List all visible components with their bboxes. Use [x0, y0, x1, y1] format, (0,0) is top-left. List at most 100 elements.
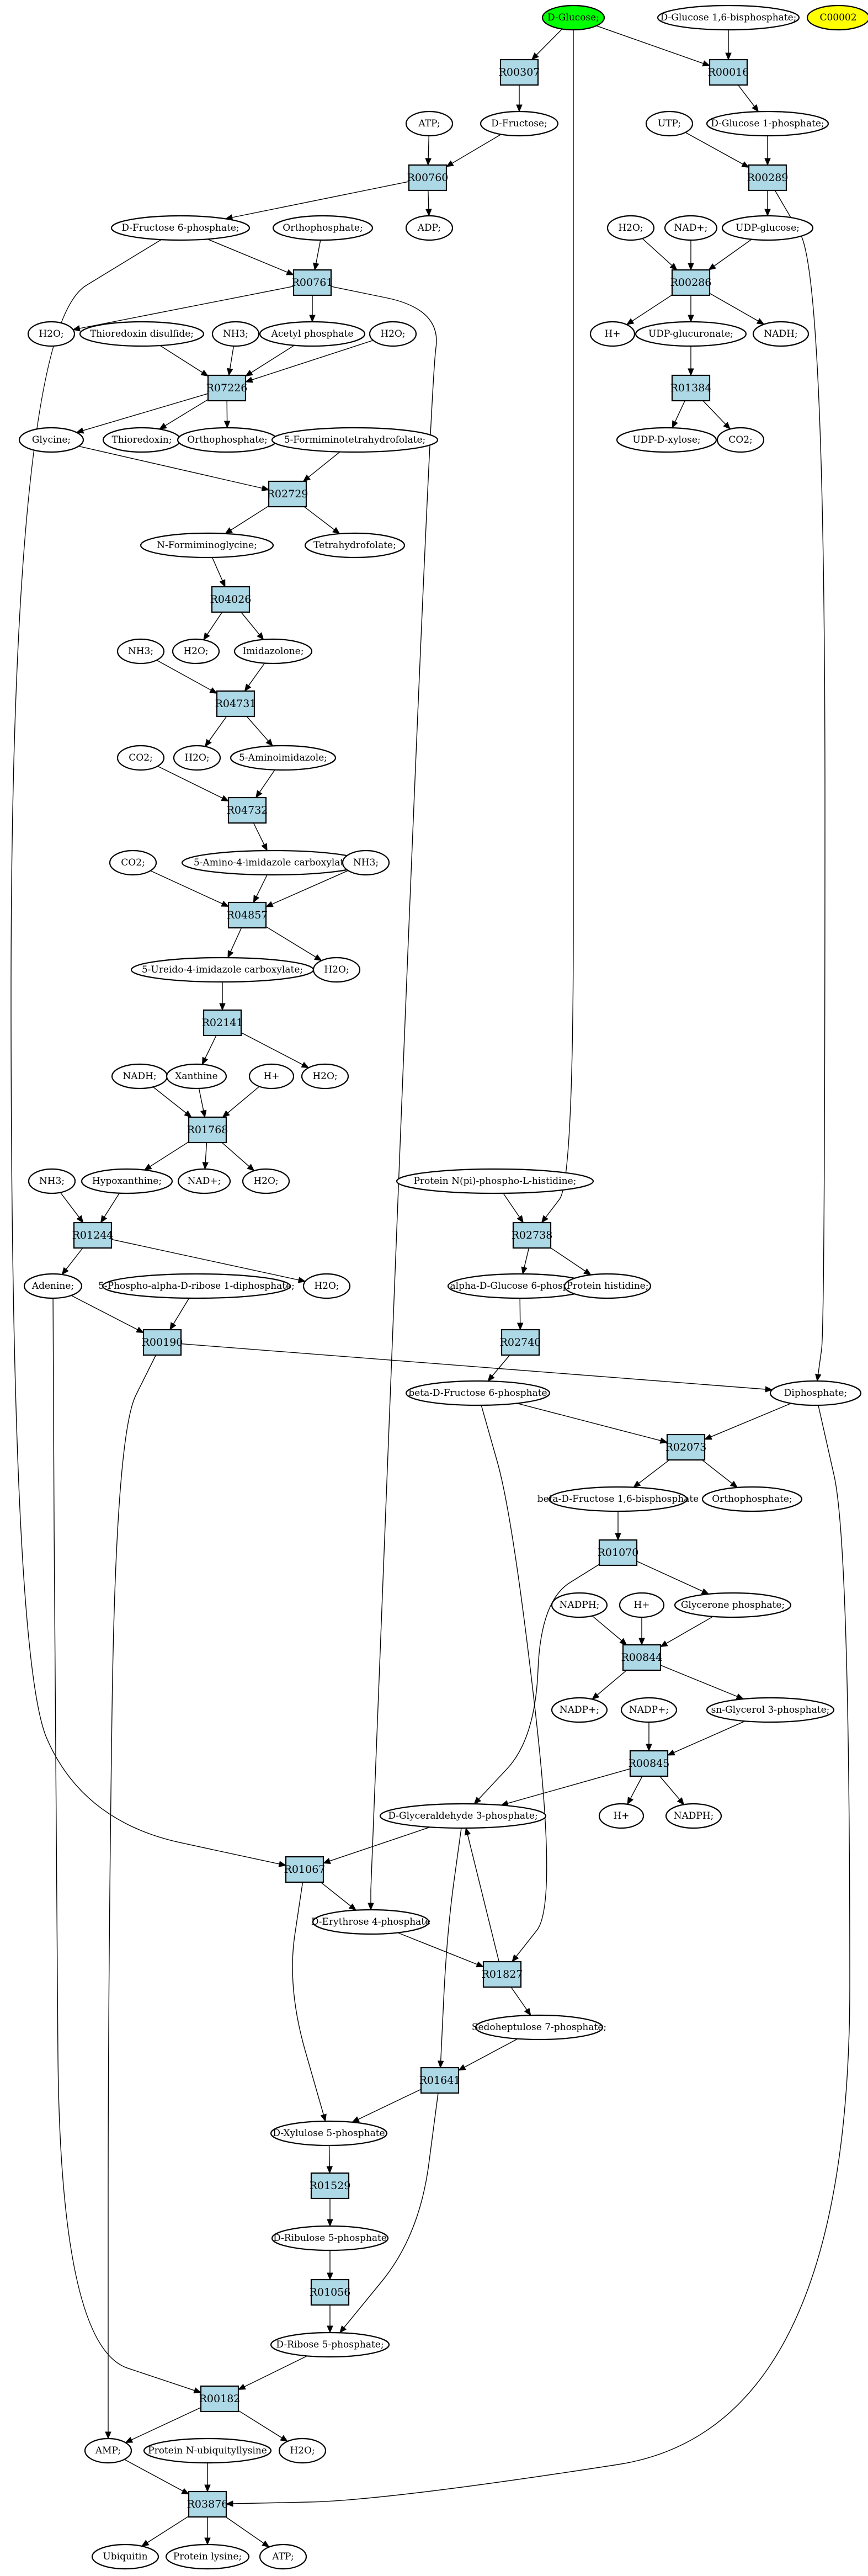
reaction-node-r00016[interactable]: R00016 — [708, 59, 749, 86]
compound-node-nadp-844[interactable]: NADP+; — [551, 1697, 608, 1723]
reaction-node-r00761[interactable]: R00761 — [292, 269, 333, 296]
reaction-node-r04026[interactable]: R04026 — [210, 586, 252, 613]
compound-node-xanthine[interactable]: Xanthine — [166, 1063, 227, 1090]
reaction-node-r04857[interactable]: R04857 — [227, 901, 268, 929]
reaction-node-r01768[interactable]: R01768 — [187, 1116, 228, 1144]
compound-node-atp2[interactable]: ATP; — [259, 2543, 307, 2570]
compound-node-nadh-286[interactable]: NADH; — [752, 321, 810, 347]
compound-node-co2-a[interactable]: CO2; — [116, 745, 165, 771]
reaction-node-r00286[interactable]: R00286 — [670, 269, 712, 296]
compound-node-amp[interactable]: AMP; — [84, 2437, 132, 2464]
compound-node-h2o-4857[interactable]: H2O; — [312, 957, 361, 983]
compound-node-thf[interactable]: Tetrahydrofolate; — [304, 532, 406, 559]
compound-node-ribose5p[interactable]: D-Ribose 5-phosphate; — [270, 2331, 390, 2358]
compound-node-diphosphate[interactable]: Diphosphate; — [769, 1380, 862, 1406]
compound-node-h2o-2141[interactable]: H2O; — [301, 1063, 349, 1090]
compound-node-hplus-286[interactable]: H+ — [589, 321, 636, 347]
compound-node-nh3-2[interactable]: NH3; — [116, 638, 165, 665]
compound-node-dfructose6p[interactable]: D-Fructose 6-phosphate; — [110, 215, 251, 241]
compound-node-h2o-761[interactable]: H2O; — [27, 321, 76, 347]
compound-node-nadph-845[interactable]: NADPH; — [665, 1803, 722, 1829]
reaction-node-r00289[interactable]: R00289 — [747, 164, 789, 192]
compound-node-hypoxanthine[interactable]: Hypoxanthine; — [81, 1168, 173, 1194]
reaction-node-r01056[interactable]: R01056 — [310, 2278, 351, 2306]
compound-node-h2o-182[interactable]: H2O; — [278, 2437, 327, 2464]
reaction-node-r00760[interactable]: R00760 — [407, 164, 449, 192]
compound-node-dga3p[interactable]: D-Glyceraldehyde 3-phosphate; — [379, 1803, 547, 1829]
compound-node-imidazolone[interactable]: Imidazolone; — [233, 638, 313, 665]
compound-node-xylulose5p[interactable]: D-Xylulose 5-phosphate — [270, 2120, 388, 2147]
compound-node-orthophosphate2[interactable]: Orthophosphate; — [177, 427, 278, 453]
compound-node-thioredoxin-disulfide[interactable]: Thioredoxin disulfide; — [79, 321, 205, 347]
compound-node-hplus-1768[interactable]: H+ — [248, 1063, 295, 1090]
reaction-node-r02738[interactable]: R02738 — [512, 1221, 553, 1249]
reaction-node-r00190[interactable]: R00190 — [142, 1329, 183, 1356]
compound-node-glycine[interactable]: Glycine; — [18, 427, 84, 453]
compound-node-formimino-thf[interactable]: 5-Formiminotetrahydrofolate; — [271, 427, 439, 453]
reaction-node-r02740[interactable]: R02740 — [500, 1329, 541, 1356]
compound-node-glycerone-p[interactable]: Glycerone phosphate; — [674, 1592, 792, 1618]
compound-node-aminoimidazole-carb[interactable]: 5-Amino-4-imidazole carboxylate; — [181, 849, 365, 876]
compound-node-h2o-4026[interactable]: H2O; — [172, 638, 220, 665]
compound-node-dglucose1p[interactable]: D-Glucose 1-phosphate; — [706, 110, 829, 137]
reaction-node-r07226[interactable]: R07226 — [206, 374, 248, 402]
reaction-node-r04732[interactable]: R04732 — [227, 796, 268, 824]
compound-node-nh3-1[interactable]: NH3; — [211, 321, 260, 347]
compound-node-adp[interactable]: ADP; — [405, 215, 454, 241]
reaction-node-r04731[interactable]: R04731 — [215, 690, 257, 718]
reaction-node-r00182[interactable]: R00182 — [199, 2385, 241, 2413]
compound-node-protein-histidine[interactable]: Protein histidine; — [563, 1273, 652, 1299]
compound-node-co2-b[interactable]: CO2; — [109, 849, 157, 876]
compound-node-sedoheptulose7p[interactable]: Sedoheptulose 7-phosphate; — [472, 2014, 606, 2041]
reaction-node-r01641[interactable]: R01641 — [419, 2067, 461, 2094]
compound-node-alpha-g6p[interactable]: alpha-D-Glucose 6-phosphate — [447, 1273, 593, 1299]
reaction-node-r01070[interactable]: R01070 — [598, 1539, 639, 1566]
compound-node-udpglucose[interactable]: UDP-glucose; — [721, 215, 814, 241]
compound-node-hplus-844[interactable]: H+ — [619, 1592, 665, 1618]
compound-node-protein-nphospho[interactable]: Protein N(pi)-phospho-L-histidine; — [396, 1168, 594, 1194]
compound-node-beta-f16bp[interactable]: beta-D-Fructose 1,6-bisphosphate — [537, 1486, 699, 1512]
reaction-node-r01827[interactable]: R01827 — [482, 1961, 523, 1988]
compound-node-adenine[interactable]: Adenine; — [23, 1273, 83, 1299]
compound-node-thioredoxin[interactable]: Thioredoxin; — [102, 427, 182, 453]
reaction-node-r02729[interactable]: R02729 — [267, 480, 308, 508]
compound-node-h2o-4731[interactable]: H2O; — [173, 745, 221, 771]
compound-node-sn-glycerol3p[interactable]: sn-Glycerol 3-phosphate; — [706, 1697, 835, 1723]
compound-node-udpxylose[interactable]: UDP-D-xylose; — [616, 427, 717, 453]
compound-node-nadph-844[interactable]: NADPH; — [551, 1592, 608, 1618]
compound-node-dglucose16bp[interactable]: D-Glucose 1,6-bisphosphate; — [657, 4, 800, 31]
compound-node-nadp-286[interactable]: NAD+; — [664, 215, 718, 241]
compound-node-protein-lysine[interactable]: Protein lysine; — [165, 2543, 250, 2570]
reaction-node-r02141[interactable]: R02141 — [202, 1009, 243, 1037]
compound-node-beta-f6p[interactable]: beta-D-Fructose 6-phosphate — [405, 1380, 551, 1406]
compound-node-acetylphosphate[interactable]: Acetyl phosphate — [259, 321, 366, 347]
compound-node-ureido-imidazole[interactable]: 5-Ureido-4-imidazole carboxylate; — [130, 957, 315, 983]
compound-node-n-formiminoglycine[interactable]: N-Formiminoglycine; — [140, 532, 274, 559]
compound-node-nh3-3[interactable]: NH3; — [342, 849, 390, 876]
reaction-node-r03876[interactable]: R03876 — [187, 2490, 228, 2518]
compound-node-dglucose[interactable]: D-Glucose; — [541, 4, 605, 31]
compound-node-ribulose5p[interactable]: D-Ribulose 5-phosphate — [271, 2225, 389, 2251]
compound-node-aminoimidazole[interactable]: 5-Aminoimidazole; — [230, 745, 337, 771]
compound-node-nadh-1768[interactable]: NADH; — [111, 1063, 168, 1090]
reaction-node-r00307[interactable]: R00307 — [499, 59, 540, 86]
reaction-node-r02073[interactable]: R02073 — [665, 1433, 707, 1461]
compound-node-dfructose[interactable]: D-Fructose; — [480, 110, 559, 137]
compound-node-orthophosphate1[interactable]: Orthophosphate; — [272, 215, 374, 241]
reaction-node-r00844[interactable]: R00844 — [621, 1644, 663, 1671]
compound-node-co2-1384[interactable]: CO2; — [716, 427, 765, 453]
compound-node-atp1[interactable]: ATP; — [405, 110, 454, 137]
reaction-node-r00845[interactable]: R00845 — [629, 1750, 670, 1777]
compound-node-orthophosphate3[interactable]: Orthophosphate; — [701, 1486, 803, 1512]
compound-node-nadp-845[interactable]: NADP+; — [620, 1697, 678, 1723]
compound-node-h2o-286[interactable]: H2O; — [606, 215, 655, 241]
compound-node-udpglucuronate[interactable]: UDP-glucuronate; — [635, 321, 747, 347]
reaction-node-r01529[interactable]: R01529 — [310, 2172, 351, 2200]
compound-node-h2o-1768[interactable]: H2O; — [242, 1168, 290, 1194]
compound-node-hplus-845[interactable]: H+ — [598, 1803, 645, 1829]
compound-node-ubiquitin[interactable]: Ubiquitin — [91, 2543, 159, 2570]
compound-node-prpp[interactable]: 5-Phospho-alpha-D-ribose 1-diphosphate; — [98, 1273, 295, 1299]
compound-node-nadplus-1768[interactable]: NAD+; — [177, 1168, 231, 1194]
compound-node-h2o-1244[interactable]: H2O; — [302, 1273, 351, 1299]
compound-node-h2o-7226[interactable]: H2O; — [369, 321, 417, 347]
